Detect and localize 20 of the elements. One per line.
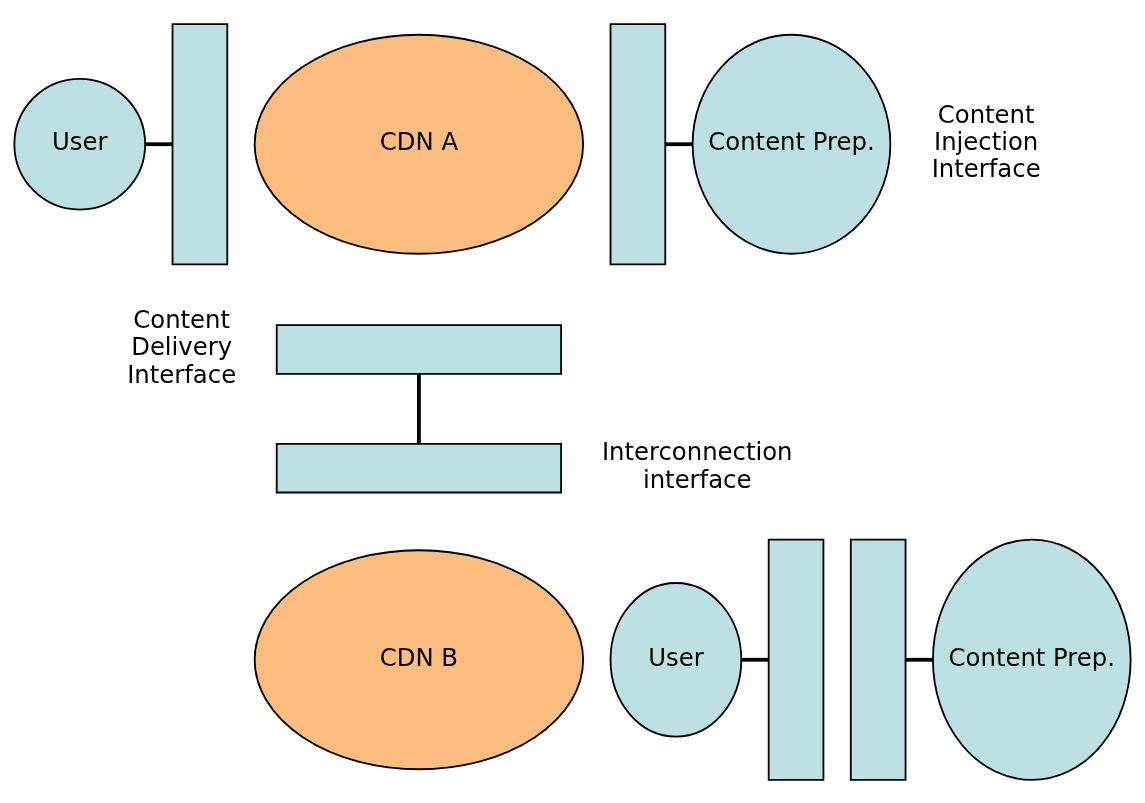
connector xyxy=(905,657,933,662)
node-circle: User xyxy=(13,77,147,211)
node-bar xyxy=(275,442,562,493)
node-ellipse: Content Prep. xyxy=(932,538,1132,781)
label: Content Delivery Interface xyxy=(127,304,237,389)
connector xyxy=(145,141,173,146)
connector xyxy=(665,141,693,146)
label: Interconnection interface xyxy=(601,436,793,494)
connector xyxy=(741,657,769,662)
node-ellipse: CDN B xyxy=(253,548,585,770)
node-bar xyxy=(275,323,562,375)
connector xyxy=(417,373,421,443)
node-circle: Content Prep. xyxy=(691,33,892,255)
node-bar xyxy=(849,538,907,781)
node-bar xyxy=(767,538,825,781)
node-ellipse: CDN A xyxy=(253,33,585,255)
node-bar xyxy=(609,22,667,265)
node-bar xyxy=(171,22,229,265)
label: Content Injection Interface xyxy=(931,99,1041,183)
node-ellipse: User xyxy=(609,581,743,737)
